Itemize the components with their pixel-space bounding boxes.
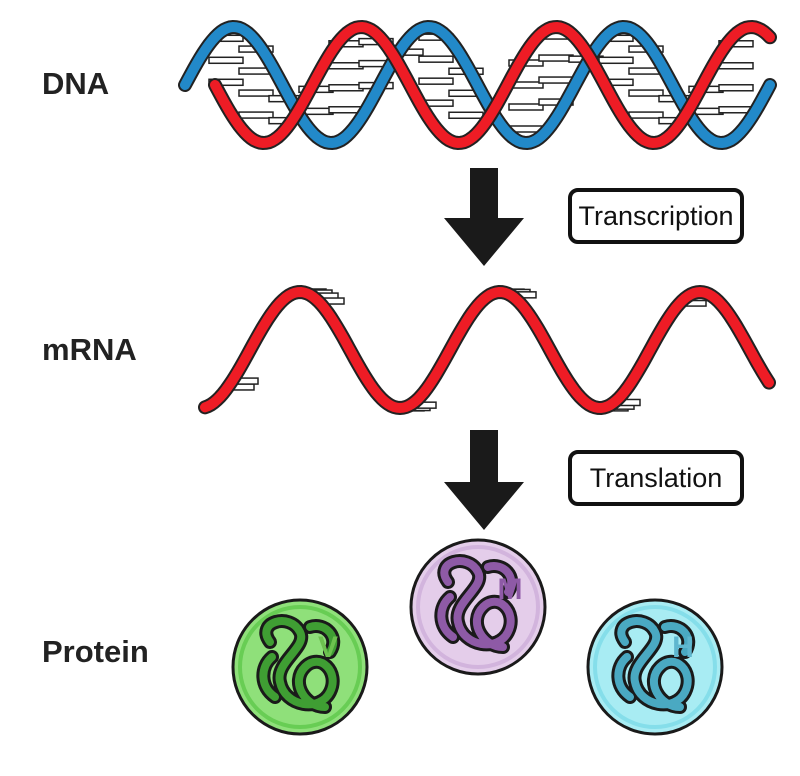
- dna-base-pair-rung: [208, 56, 244, 65]
- dna-base-pair-rung: [238, 89, 274, 97]
- protein-v-letter: V: [318, 631, 338, 664]
- protein-fold: [259, 617, 338, 711]
- mrna-strand: [198, 284, 776, 416]
- mrna-strand-fill: [200, 286, 774, 414]
- dna-base-pair-rung: [628, 111, 664, 119]
- dna-strand-blue-fill: [180, 21, 775, 149]
- dna-base-pair-rung: [598, 56, 634, 65]
- dna-double-helix: [178, 19, 777, 151]
- translation-arrow: [444, 430, 524, 530]
- dna-base-pair-rung: [718, 62, 754, 70]
- dna-label: DNA: [42, 66, 110, 101]
- mrna-strand-outline: [198, 284, 776, 416]
- transcription-arrow: [444, 168, 524, 266]
- protein-h-letter: H: [672, 631, 694, 664]
- dna-base-pair-rung: [328, 62, 364, 70]
- protein-v-ball: V: [231, 598, 369, 736]
- mrna-label: mRNA: [42, 332, 137, 367]
- dna-base-pair-rung: [628, 89, 664, 97]
- dna-base-pair-rung: [418, 55, 454, 63]
- dna-base-pair-rung: [508, 103, 544, 111]
- dna-base-pair-rung: [538, 54, 574, 62]
- transcription-box: Transcription: [568, 188, 744, 244]
- protein-m-letter: M: [498, 573, 523, 606]
- dna-base-pair-rung: [238, 111, 274, 119]
- protein-h-ball: H: [586, 598, 724, 736]
- dna-strand-red-fill: [210, 21, 775, 149]
- dna-base-pair-rung: [418, 77, 454, 85]
- protein-fold: [614, 617, 693, 711]
- protein-label: Protein: [42, 634, 149, 669]
- protein-fold: [437, 557, 516, 651]
- dna-base-pair-rung: [448, 111, 484, 120]
- dna-base-pair-rung: [538, 76, 574, 84]
- dna-base-pair-rung: [328, 84, 364, 92]
- protein-m-ball: M: [409, 538, 547, 676]
- dna-base-pair-rung: [718, 84, 754, 92]
- translation-box: Translation: [568, 450, 744, 506]
